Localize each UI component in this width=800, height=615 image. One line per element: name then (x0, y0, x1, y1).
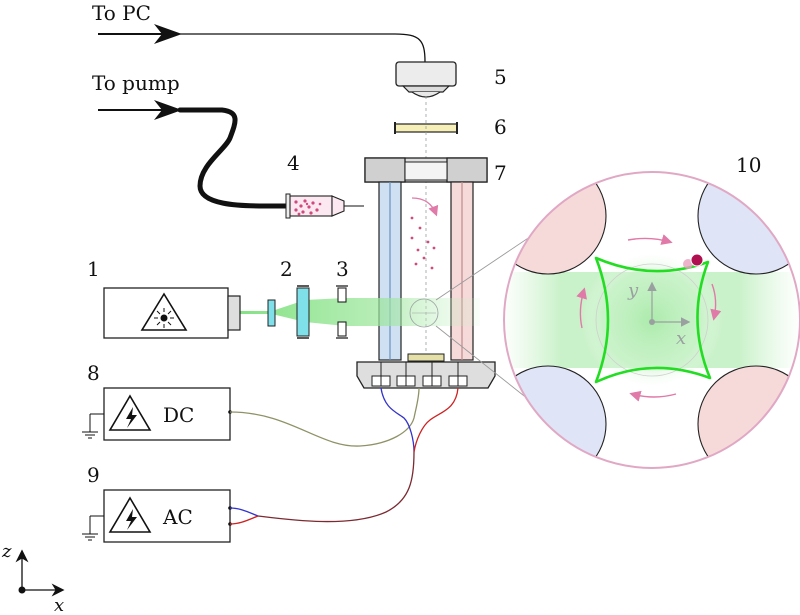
particle-trail (683, 259, 693, 269)
dc-wire (229, 387, 420, 447)
high-voltage-icon (108, 496, 152, 533)
inset-view (503, 171, 800, 469)
label-3: 3 (336, 257, 349, 281)
particle-flow-arrow (411, 197, 439, 217)
trap-top-cap (364, 157, 488, 183)
beam-focus-marker (409, 298, 439, 328)
label-8: 8 (87, 361, 100, 385)
trap-base (356, 353, 496, 389)
label-6: 6 (494, 115, 507, 139)
trap-electrode-red (450, 181, 474, 361)
syringe (285, 193, 364, 219)
lab-axes (15, 549, 65, 597)
ac-wire-red (229, 515, 259, 525)
label-4: 4 (287, 151, 300, 175)
label-5: 5 (494, 65, 507, 89)
dc-label: DC (163, 403, 194, 427)
laser-beam (240, 298, 480, 326)
ac-label: AC (162, 505, 193, 529)
to-pc-cable (98, 24, 426, 63)
laser-warning-icon (140, 292, 188, 331)
to-pc-label: To PC (92, 1, 151, 25)
label-10: 10 (736, 153, 761, 177)
wire-blue (380, 387, 415, 453)
wires (229, 387, 459, 525)
axis-x-label: x (54, 595, 64, 615)
laser (103, 287, 241, 339)
particle (690, 253, 704, 267)
camera (395, 61, 457, 98)
wire-red (413, 387, 459, 453)
to-pump-label: To pump (92, 71, 180, 95)
ac-wire (257, 451, 415, 523)
dc-power-supply (103, 387, 231, 441)
aperture (336, 285, 348, 339)
ac-power-supply (103, 489, 231, 543)
ground-icon (82, 515, 104, 541)
lens-assembly (267, 285, 310, 339)
ground-icon (82, 413, 104, 439)
label-9: 9 (87, 463, 100, 487)
label-1: 1 (87, 257, 100, 281)
inset-y-label: y (627, 280, 639, 301)
rotation-arrows (576, 234, 722, 402)
ac-wire-blue (229, 507, 259, 517)
to-pump-tube (98, 100, 293, 209)
inset-x-label: x (676, 328, 686, 349)
trap-electrode-blue (378, 181, 402, 361)
label-2: 2 (280, 257, 293, 281)
particle-trajectory (594, 256, 712, 384)
label-7: 7 (494, 161, 507, 185)
axis-z-label: z (1, 541, 12, 562)
falling-particles (410, 216, 436, 270)
high-voltage-icon (108, 394, 152, 431)
